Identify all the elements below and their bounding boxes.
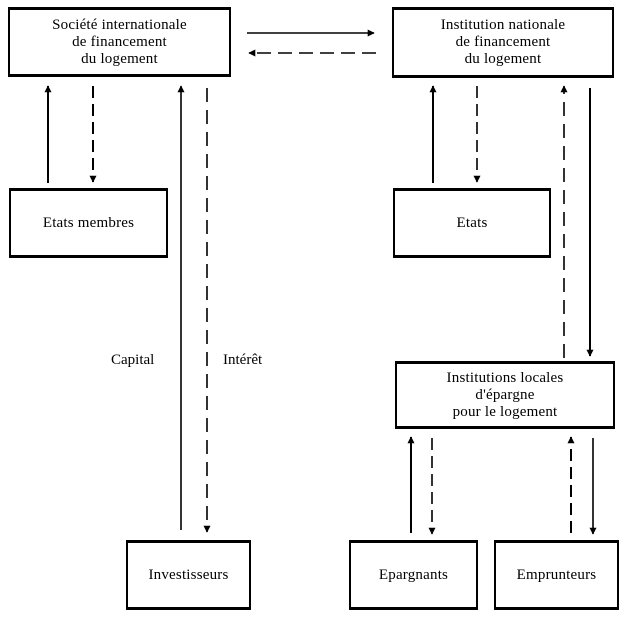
node-institutions-locales: Institutions locales d'épargne pour le l…: [395, 361, 615, 429]
node-societe-internationale: Société internationale de financement du…: [8, 7, 231, 77]
node-line: Institution nationale: [440, 17, 566, 33]
node-line: Etats membres: [42, 214, 135, 231]
node-line: Epargnants: [378, 566, 449, 583]
node-line: Investisseurs: [148, 566, 229, 583]
node-etats-membres: Etats membres: [9, 188, 168, 258]
node-investisseurs: Investisseurs: [126, 540, 251, 610]
node-line: Institutions locales: [446, 369, 564, 386]
node-line: de financement: [72, 33, 167, 50]
node-line: pour le logement: [452, 403, 558, 420]
node-institution-nationale: Institution nationale de financement du …: [392, 7, 614, 78]
node-emprunteurs: Emprunteurs: [494, 540, 619, 610]
node-line: Emprunteurs: [516, 566, 597, 583]
node-etats: Etats: [393, 188, 551, 258]
label-interet: Intérêt: [223, 352, 263, 368]
label-capital: Capital: [111, 352, 155, 368]
node-line: du logement: [464, 51, 542, 67]
node-line: Société internationale: [52, 16, 187, 33]
node-line: de financement: [455, 34, 551, 50]
node-line: Etats: [456, 214, 488, 231]
node-line: du logement: [81, 50, 158, 67]
node-line: d'épargne: [475, 386, 535, 403]
node-epargnants: Epargnants: [349, 540, 478, 610]
